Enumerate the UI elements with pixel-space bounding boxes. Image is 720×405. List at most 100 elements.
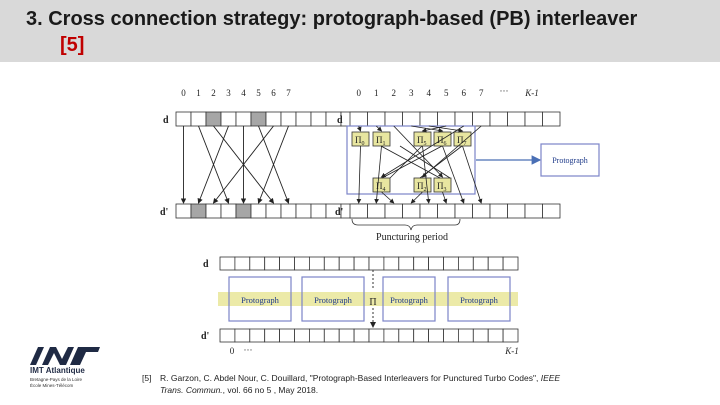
bit-cell [295, 203, 312, 219]
bit-cell [419, 111, 438, 127]
puncturing-bracket [351, 218, 461, 231]
protograph-block [301, 276, 365, 322]
connection-arrow [442, 191, 448, 204]
bit-cell [249, 328, 266, 343]
bit-cell [398, 256, 415, 271]
connection-arrow [422, 145, 431, 204]
protograph-band [218, 292, 518, 306]
bit-cell [205, 203, 222, 219]
bit-cell [487, 256, 504, 271]
pi-label: Π1 [376, 135, 386, 147]
pi-subscript: 7 [464, 141, 467, 147]
index-label: 4 [427, 88, 432, 98]
connection-arrow [442, 145, 465, 204]
bit-cell [190, 203, 207, 219]
imt-logo: IMT Atlantique Bretagne-Pays de la Loire… [28, 345, 138, 400]
row-label-dprime: d' [201, 331, 210, 342]
row-label-d: d [163, 115, 169, 126]
bit-cell [472, 256, 489, 271]
bit-cell [402, 203, 421, 219]
bit-cell [264, 328, 281, 343]
protograph-label: Protograph [390, 295, 429, 305]
bit-cell [413, 328, 430, 343]
connection-arrow [393, 125, 444, 178]
citation-details: , vol. 66 no 5 , May 2018. [222, 385, 319, 395]
index-label: 5 [256, 88, 261, 98]
pi-subscript: 2 [424, 187, 427, 193]
bit-cell [454, 203, 473, 219]
bit-cell [489, 203, 508, 219]
index-label: 1 [374, 88, 379, 98]
bit-cell [338, 256, 355, 271]
puncturing-label: Puncturing period [376, 232, 448, 243]
pi-label: Π6 [437, 135, 447, 147]
pi-subscript: 6 [444, 141, 447, 147]
bit-cell [219, 256, 236, 271]
bit-cell [310, 203, 327, 219]
bit-cell [295, 111, 312, 127]
bit-cell [249, 256, 266, 271]
connection-arrow [380, 125, 464, 178]
bit-cell [175, 111, 192, 127]
index-label: 2 [211, 88, 216, 98]
pi-label: Π4 [376, 181, 386, 193]
index-label: 3 [226, 88, 231, 98]
connection-arrow [410, 191, 423, 204]
bit-cell [234, 328, 251, 343]
citation-text: R. Garzon, C. Abdel Nour, C. Douillard, … [160, 373, 541, 383]
bit-cell [367, 111, 386, 127]
bit-cell [205, 111, 222, 127]
index-label: 0 [181, 88, 186, 98]
crossing-line [399, 145, 451, 179]
index-label: 0 [357, 88, 362, 98]
pi-subscript: 0 [362, 141, 365, 147]
bit-cell [443, 256, 459, 271]
protograph-block [382, 276, 436, 322]
crossing-line [389, 145, 423, 179]
index-label: 6 [271, 88, 276, 98]
citation-journal: IEEE [540, 373, 561, 383]
bit-cell [454, 111, 473, 127]
connection-arrow [356, 145, 362, 204]
protograph-label: Protograph [314, 295, 353, 305]
index-label: K-1 [504, 346, 519, 356]
bit-cell [542, 111, 561, 127]
index-label: 7 [479, 88, 484, 98]
bit-cell [323, 256, 340, 271]
bit-cell [308, 256, 325, 271]
index-label: 0 [230, 346, 235, 356]
index-label: 7 [286, 88, 291, 98]
pi-subscript: 1 [383, 141, 386, 147]
bit-cell [542, 203, 561, 219]
title-line-1: 3. Cross connection strategy: protograph… [26, 8, 638, 30]
index-label: 3 [409, 88, 414, 98]
bit-cell [437, 111, 456, 127]
bit-cell [419, 203, 438, 219]
logo-subtitle-1: Bretagne-Pays de la Loire [30, 377, 83, 382]
protograph-label: Protograph [241, 295, 280, 305]
bit-cell [250, 203, 267, 219]
bit-cell [472, 203, 491, 219]
bit-cell [353, 328, 370, 343]
bit-cell [264, 256, 281, 271]
pi-subscript: 3 [444, 187, 447, 193]
bit-cell [280, 111, 297, 127]
index-label: ··· [244, 345, 253, 355]
permutation-arrow [257, 125, 289, 204]
logo-subtitle-2: École Mines-Télécom [30, 383, 74, 388]
bit-cell [349, 111, 368, 127]
connection-arrow [356, 125, 362, 132]
bit-cell [190, 111, 207, 127]
protograph-label: Protograph [460, 295, 499, 305]
bit-cell [265, 203, 282, 219]
logo-brand: IMT Atlantique [30, 366, 85, 375]
bit-cell [507, 203, 526, 219]
permutation-arrow [212, 125, 274, 204]
connection-arrow [381, 191, 395, 204]
bit-cell [524, 203, 543, 219]
bit-cell [367, 203, 386, 219]
bit-cell [472, 328, 489, 343]
bit-cell [383, 256, 400, 271]
